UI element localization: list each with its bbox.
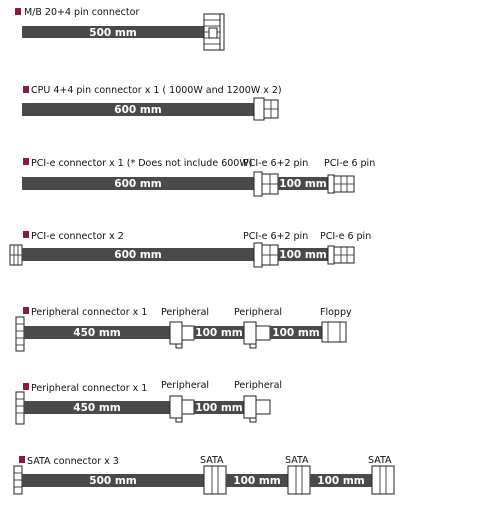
pcie-8pin-connector-icon	[253, 242, 279, 268]
cable-segment	[226, 474, 288, 487]
connector-label: Peripheral	[161, 380, 209, 391]
connector-label: Floppy	[320, 307, 352, 318]
modular-plug-icon	[9, 244, 23, 266]
connector-label: PCI-e 6 pin	[320, 231, 371, 242]
row-bullet	[15, 8, 21, 15]
cable-segment	[194, 401, 244, 414]
row-peripheral: Peripheral connector x 1 Peripheral Peri…	[15, 380, 282, 425]
connector-label: PCI-e 6+2 pin	[243, 231, 308, 242]
cable-length: 600 mm	[114, 104, 162, 116]
sata-connector-icon	[287, 465, 311, 495]
row-cpu-connector: CPU 4+4 pin connector x 1 ( 1000W and 12…	[22, 85, 282, 121]
connector-label: Peripheral	[161, 307, 209, 318]
row-bullet	[23, 158, 29, 165]
cable-segment	[278, 177, 328, 190]
cable-segment	[22, 26, 204, 38]
mb-24pin-connector-icon	[203, 13, 225, 51]
connector-label: SATA	[200, 455, 224, 466]
modular-plug-icon	[15, 391, 25, 425]
cable-segment	[278, 248, 328, 261]
cable-length: 100 mm	[272, 327, 320, 339]
cable-segment	[270, 326, 322, 339]
sata-connector-icon	[371, 465, 395, 495]
connector-label: PCI-e 6+2 pin	[243, 158, 308, 169]
row-bullet	[23, 383, 29, 390]
molex-connector-icon	[169, 321, 195, 349]
row-title: M/B 20+4 pin connector	[24, 7, 139, 18]
row-title: PCI-e connector x 1 (* Does not include …	[31, 158, 252, 169]
cable-length: 100 mm	[195, 327, 243, 339]
cable-length: 100 mm	[279, 178, 327, 190]
molex-connector-icon	[243, 395, 271, 423]
row-title: Peripheral connector x 1	[31, 307, 147, 318]
cable-length: 450 mm	[73, 327, 121, 339]
row-peripheral-floppy: Peripheral connector x 1 Peripheral Peri…	[15, 307, 352, 352]
molex-connector-icon	[243, 321, 271, 349]
connector-label: PCI-e 6 pin	[324, 158, 375, 169]
pcie-8pin-connector-icon	[253, 171, 279, 197]
cable-length: 450 mm	[73, 402, 121, 414]
cable-length: 500 mm	[89, 475, 137, 487]
cable-length: 500 mm	[89, 27, 137, 39]
row-pcie-1: PCI-e connector x 1 (* Does not include …	[22, 158, 375, 197]
cable-segment	[22, 103, 254, 116]
cable-length: 600 mm	[114, 178, 162, 190]
row-mb-connector: M/B 20+4 pin connector 500 mm	[15, 7, 225, 51]
cable-length: 600 mm	[114, 249, 162, 261]
row-title: Peripheral connector x 1	[31, 383, 147, 394]
pcie-6pin-connector-icon	[327, 174, 355, 194]
molex-connector-icon	[169, 395, 195, 423]
row-title: CPU 4+4 pin connector x 1 ( 1000W and 12…	[31, 85, 282, 96]
cable-length: 100 mm	[279, 249, 327, 261]
cable-segment	[24, 401, 170, 414]
cable-length: 100 mm	[233, 475, 281, 487]
connector-label: SATA	[368, 455, 392, 466]
pcie-6pin-connector-icon	[327, 245, 355, 265]
cable-segment	[22, 177, 254, 190]
row-title: SATA connector x 3	[27, 456, 119, 467]
row-pcie-2: PCI-e connector x 2 PCI-e 6+2 pin PCI-e …	[9, 231, 371, 268]
row-title: PCI-e connector x 2	[31, 231, 124, 242]
row-sata: SATA connector x 3 SATA SATA SATA 500 mm…	[13, 455, 395, 495]
cable-segment	[24, 326, 170, 339]
sata-connector-icon	[203, 465, 227, 495]
cable-length: 100 mm	[317, 475, 365, 487]
cable-segment	[22, 474, 204, 487]
cable-length: 100 mm	[195, 402, 243, 414]
cable-segment	[194, 326, 244, 339]
row-bullet	[23, 86, 29, 93]
row-bullet	[23, 231, 29, 238]
floppy-connector-icon	[321, 321, 347, 343]
modular-plug-icon	[13, 465, 23, 495]
row-bullet	[19, 456, 25, 463]
cable-segment	[310, 474, 372, 487]
row-bullet	[23, 307, 29, 314]
connector-label: Peripheral	[234, 307, 282, 318]
cable-segment	[22, 248, 254, 261]
modular-plug-icon	[15, 316, 25, 352]
connector-label: Peripheral	[234, 380, 282, 391]
connector-label: SATA	[285, 455, 309, 466]
cpu-8pin-connector-icon	[253, 97, 279, 121]
